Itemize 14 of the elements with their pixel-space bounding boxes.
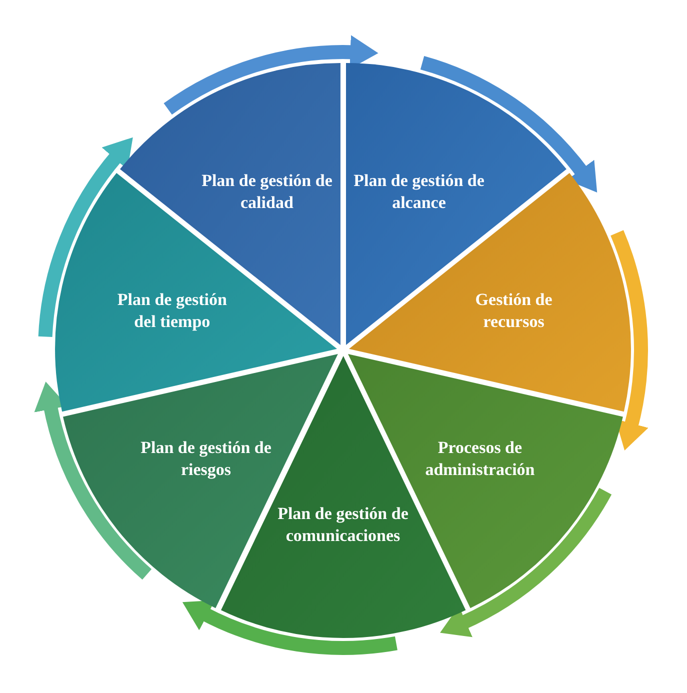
segment-label: Plan de gestión de alcance (352, 170, 486, 214)
curved-arrow (420, 56, 598, 192)
segment-label: Procesos de administración (424, 437, 536, 482)
segment-label: Gestión de recursos (474, 288, 554, 333)
segment-label: Plan de gestión de comunicaciones (276, 503, 410, 548)
segment-label: Plan de gestión de riesgos (140, 437, 272, 482)
curved-arrow (182, 600, 398, 655)
curved-arrow (440, 488, 612, 637)
curved-arrow (38, 136, 132, 338)
curved-arrow (610, 230, 648, 451)
curved-arrow (34, 382, 152, 580)
curved-arrow (164, 35, 378, 115)
segment-label: Plan de gestión de calidad (200, 170, 334, 214)
segment-label: Plan de gestión del tiempo (116, 288, 228, 333)
